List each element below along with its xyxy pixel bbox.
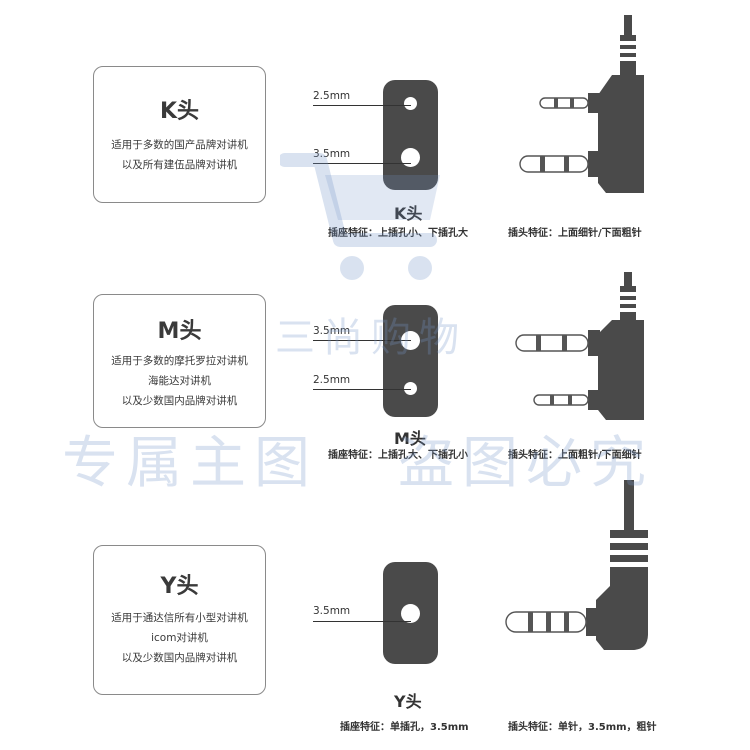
k-type-label: K头 xyxy=(394,204,423,223)
y-socket xyxy=(383,562,438,664)
y-hole xyxy=(401,604,420,623)
y-card-line: 适用于通达信所有小型对讲机 xyxy=(111,612,248,624)
m-dim-line-bottom xyxy=(313,389,411,390)
m-dim-line-top xyxy=(313,340,411,341)
k-dim-line-bottom xyxy=(313,163,411,164)
k-card-line: 以及所有建伍品牌对讲机 xyxy=(121,159,238,171)
section-y: Y头 适用于通达信所有小型对讲机 icom对讲机 以及少数国内品牌对讲机 3.5… xyxy=(0,480,750,750)
m-card-line: 以及少数国内品牌对讲机 xyxy=(121,395,238,407)
m-socket xyxy=(383,305,438,417)
m-socket-caption: 插座特征：上插孔大、下插孔小 xyxy=(328,450,468,461)
m-hole-small xyxy=(404,382,417,395)
m-type-label: M头 xyxy=(394,429,426,448)
m-description-card: M头 适用于多数的摩托罗拉对讲机 海能达对讲机 以及少数国内品牌对讲机 xyxy=(93,294,266,428)
m-plug-illustration xyxy=(515,272,644,420)
y-dim-label: 3.5mm xyxy=(313,605,351,617)
y-description-card: Y头 适用于通达信所有小型对讲机 icom对讲机 以及少数国内品牌对讲机 xyxy=(93,545,266,695)
k-dim-line-top xyxy=(313,105,411,106)
k-dim-label-top: 2.5mm xyxy=(313,90,351,102)
k-hole-small xyxy=(404,97,417,110)
section-k: K头 适用于多数的国产品牌对讲机 以及所有建伍品牌对讲机 2.5mm 3.5mm… xyxy=(0,0,750,250)
k-card-line: 适用于多数的国产品牌对讲机 xyxy=(111,139,248,151)
k-plug-caption: 插头特征：上面细针/下面粗针 xyxy=(508,228,642,239)
m-card-line: 海能达对讲机 xyxy=(148,375,211,387)
k-hole-large xyxy=(401,148,420,167)
m-card-line: 适用于多数的摩托罗拉对讲机 xyxy=(111,355,248,367)
y-socket-caption: 插座特征：单插孔，3.5mm xyxy=(340,722,469,733)
k-plug-illustration xyxy=(519,15,644,193)
k-socket-caption: 插座特征：上插孔小、下插孔大 xyxy=(328,228,468,239)
section-m: M头 适用于多数的摩托罗拉对讲机 海能达对讲机 以及少数国内品牌对讲机 3.5m… xyxy=(0,250,750,480)
k-dim-label-bottom: 3.5mm xyxy=(313,148,351,160)
y-type-label: Y头 xyxy=(394,692,422,711)
m-dim-label-top: 3.5mm xyxy=(313,325,351,337)
m-plug-caption: 插头特征：上面粗针/下面细针 xyxy=(508,450,642,461)
m-card-title: M头 xyxy=(157,319,202,344)
k-socket xyxy=(383,80,438,190)
y-dim-line xyxy=(313,621,411,622)
y-plug-illustration xyxy=(505,480,650,650)
m-dim-label-bottom: 2.5mm xyxy=(313,374,351,386)
y-card-line: 以及少数国内品牌对讲机 xyxy=(121,652,238,664)
k-card-title: K头 xyxy=(159,99,200,124)
y-card-line: icom对讲机 xyxy=(151,632,208,644)
y-plug-caption: 插头特征：单针，3.5mm，粗针 xyxy=(508,722,657,733)
y-card-title: Y头 xyxy=(160,574,199,599)
k-description-card: K头 适用于多数的国产品牌对讲机 以及所有建伍品牌对讲机 xyxy=(93,66,266,203)
